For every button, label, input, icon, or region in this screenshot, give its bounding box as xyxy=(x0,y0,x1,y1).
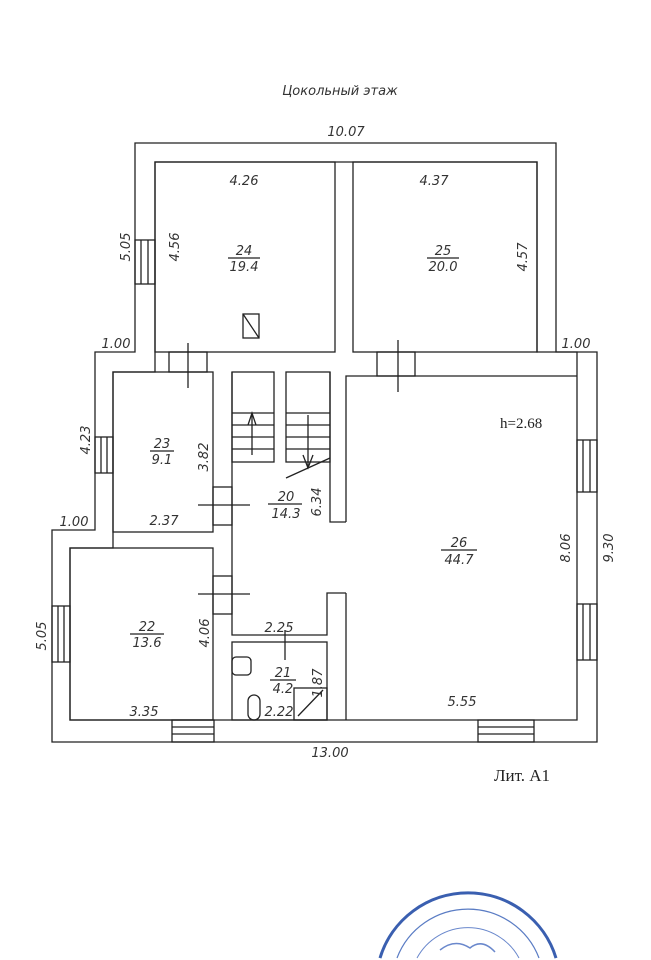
hall-20-wall-right xyxy=(329,372,346,523)
room-24-number: 24 xyxy=(236,244,253,259)
dim-left-upper: 5.05 xyxy=(119,233,134,262)
dim-left-middle: 4.23 xyxy=(79,426,94,455)
plan-title: Цокольный этаж xyxy=(282,84,398,99)
liter-label: Лит. А1 xyxy=(494,766,550,785)
room-26-width: 5.55 xyxy=(448,695,477,710)
room-21 xyxy=(231,641,328,721)
room-26-area: 44.7 xyxy=(445,553,475,568)
room-21-width: 2.25 xyxy=(265,621,294,636)
dim-right-total: 9.30 xyxy=(602,534,617,563)
dim-step-left-upper: 1.00 xyxy=(102,337,131,352)
room-22-length: 4.06 xyxy=(198,619,213,648)
official-stamp xyxy=(378,891,558,959)
room-24-area: 19.4 xyxy=(230,260,259,275)
room-22-width: 3.35 xyxy=(130,705,159,720)
room-20-area: 14.3 xyxy=(272,507,301,522)
room-26-wall xyxy=(345,375,577,522)
room-26-number: 26 xyxy=(451,536,468,551)
room-25-length: 4.57 xyxy=(516,242,531,272)
staircase xyxy=(231,371,331,479)
room-24-width: 4.26 xyxy=(230,174,259,189)
dim-step-right: 1.00 xyxy=(562,337,591,352)
room-25-area: 20.0 xyxy=(429,260,458,275)
bathroom-fixtures xyxy=(231,656,328,721)
windows xyxy=(51,239,598,743)
vent-icon xyxy=(242,313,260,339)
room-21-area: 4.2 xyxy=(273,682,294,697)
room-24-length: 4.56 xyxy=(168,233,183,262)
dim-bottom-total: 13.00 xyxy=(311,746,348,761)
room-25 xyxy=(352,161,538,353)
dim-left-lower: 5.05 xyxy=(35,622,50,651)
dim-step-left-lower: 1.00 xyxy=(60,515,89,530)
room-25-number: 25 xyxy=(435,244,452,259)
doors xyxy=(168,340,416,660)
outer-wall xyxy=(51,142,598,743)
room-22-number: 22 xyxy=(139,620,156,635)
room-21-length: 1.87 xyxy=(311,668,326,698)
dim-top-total: 10.07 xyxy=(327,125,365,140)
room-23-width: 2.37 xyxy=(150,514,180,529)
room-21-number: 21 xyxy=(275,666,292,681)
room-21-width-bottom: 2.22 xyxy=(265,705,294,720)
room-22-area: 13.6 xyxy=(133,636,162,651)
ceiling-height: h=2.68 xyxy=(500,416,542,432)
room-25-width: 4.37 xyxy=(420,174,450,189)
room-23-area: 9.1 xyxy=(152,453,173,468)
room-20-number: 20 xyxy=(278,490,295,505)
room-20-length: 6.34 xyxy=(310,488,325,517)
room-23-number: 23 xyxy=(154,437,171,452)
room-23-length: 3.82 xyxy=(197,443,212,472)
room-26-length: 8.06 xyxy=(559,534,574,563)
hall-20-wall xyxy=(231,372,346,636)
